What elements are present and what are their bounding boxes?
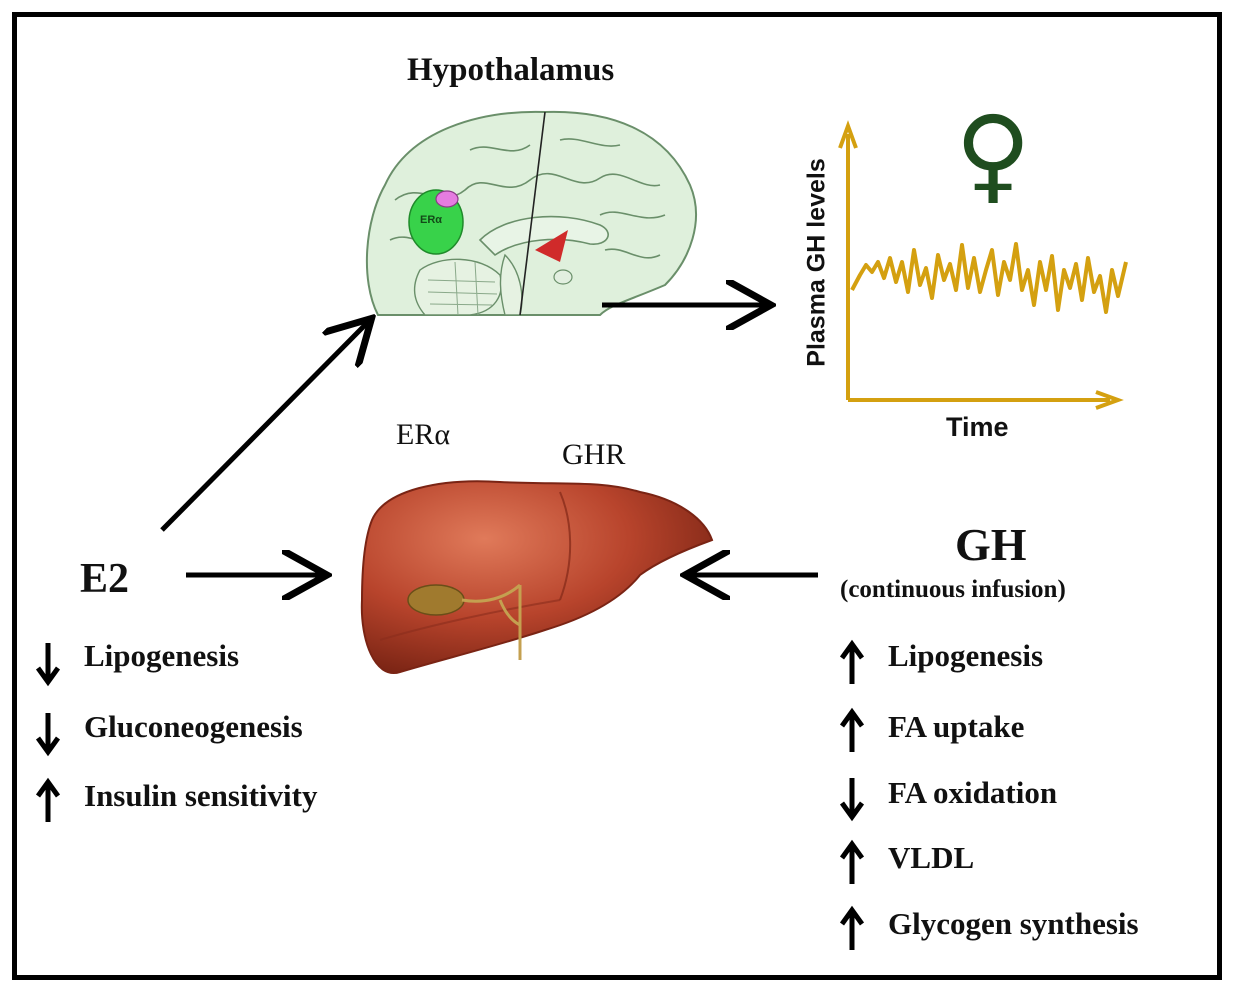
bile-duct [461, 583, 522, 660]
liver-body [360, 480, 714, 675]
corpus-callosum [478, 215, 609, 257]
liver-lower-shadow [379, 599, 561, 641]
section-line [519, 111, 546, 316]
gh-label: GH [955, 519, 1027, 570]
liver-ghr-label: GHR [562, 438, 626, 471]
graph-x-arrowhead [1095, 390, 1124, 410]
cerebellum [413, 258, 502, 316]
pink-nucleus-spot [435, 190, 459, 208]
gh-effect-text: Lipogenesis [888, 638, 1044, 673]
female-symbol: ♀ [955, 93, 1032, 215]
arrow-e2-to-brain [160, 322, 368, 532]
liver-era-label: ERα [396, 418, 451, 451]
diagram-frame [12, 12, 1222, 980]
gallbladder [407, 584, 465, 616]
down-arrow-icon [35, 643, 61, 687]
gh-effect-text: FA uptake [888, 709, 1025, 744]
e2-effect-text: Lipogenesis [84, 638, 240, 673]
liver-illustration [360, 480, 714, 675]
up-arrow-icon [839, 707, 865, 752]
gh-effect-icons [839, 639, 865, 950]
era-brain-label: ERα [420, 214, 443, 226]
up-arrow-icon [839, 639, 865, 684]
brain-illustration [365, 110, 697, 316]
graph-y-arrowhead [838, 120, 858, 149]
liver-lobe-line [559, 491, 572, 601]
gh-pulse-trace [850, 242, 1128, 314]
e2-effect-text: Insulin sensitivity [84, 778, 318, 813]
up-arrow-icon [839, 905, 865, 950]
gh-effect-text: Glycogen synthesis [888, 906, 1139, 941]
gh-effect-text: FA oxidation [888, 775, 1058, 810]
e2-effect-text: Gluconeogenesis [84, 709, 303, 744]
hypothalamus-title: Hypothalamus [407, 52, 615, 88]
up-arrow-icon [839, 839, 865, 884]
graph-y-label: Plasma GH levels [802, 158, 831, 367]
graph-x-label: Time [946, 412, 1009, 442]
gh-graph [838, 120, 1128, 410]
gh-subtitle: (continuous infusion) [840, 576, 1066, 603]
pituitary [553, 269, 573, 285]
gh-effect-text: VLDL [888, 840, 975, 875]
down-arrow-icon [839, 778, 865, 822]
up-arrow-icon [35, 777, 61, 822]
e2-label: E2 [80, 556, 130, 602]
down-arrow-icon [35, 713, 61, 757]
e2-effect-icons [35, 643, 61, 822]
cerebellum-folds [427, 261, 498, 316]
hypothalamus-red-region [535, 230, 568, 262]
